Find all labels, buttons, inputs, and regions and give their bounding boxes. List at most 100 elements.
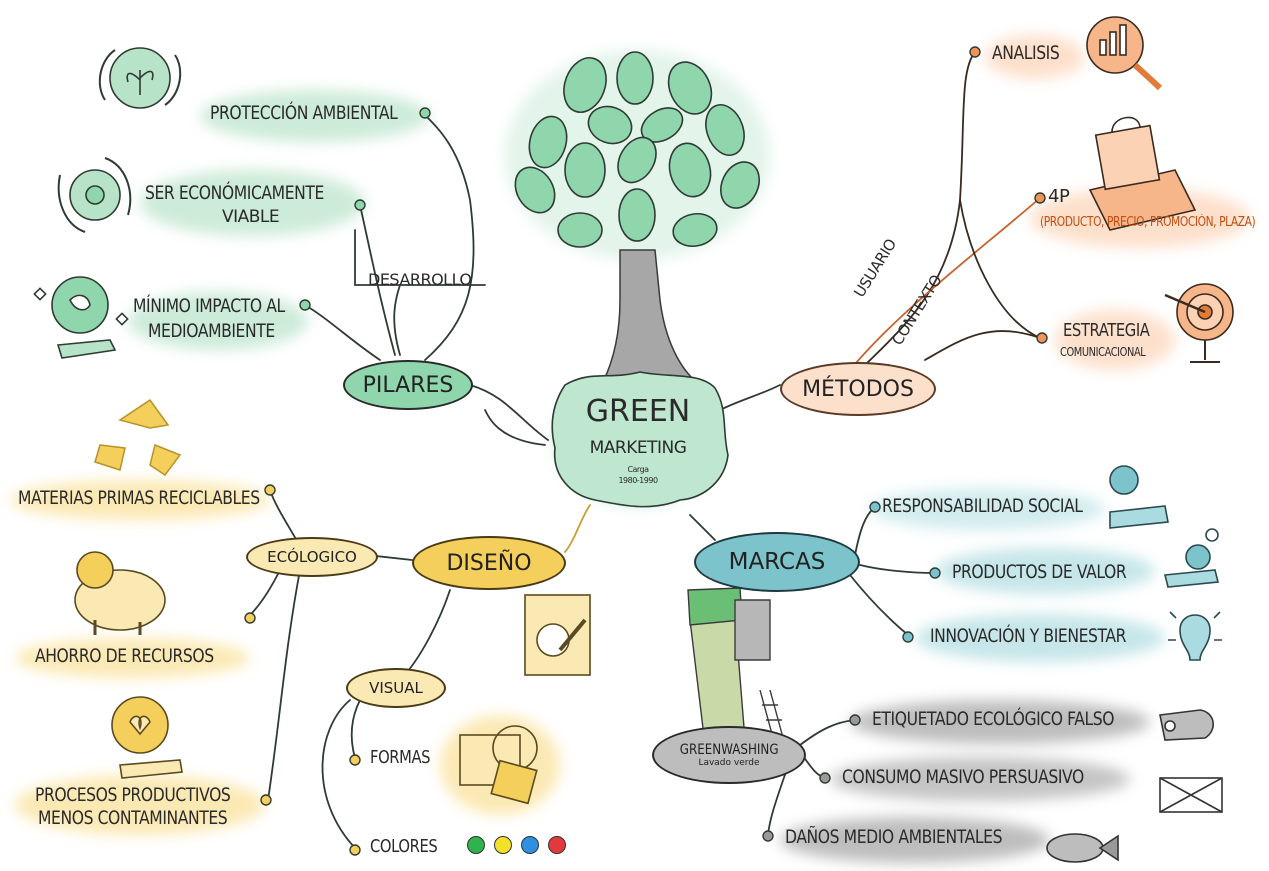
- label-proteccion-ambiental: PROTECCIÓN AMBIENTAL: [210, 102, 398, 124]
- label-estrategia: ESTRATEGIA: [1063, 320, 1150, 341]
- connector-pilares-alt: [484, 409, 546, 446]
- recycle-plant-icon: [98, 47, 182, 109]
- recycle-icon: [94, 398, 182, 477]
- highlight-economico: [140, 170, 365, 236]
- node-diseno[interactable]: DISEÑO: [412, 536, 566, 590]
- label-procesos-2: MENOS CONTAMINANTES: [38, 807, 228, 829]
- leaf: [563, 57, 607, 113]
- shapes-icon: [459, 725, 538, 805]
- color-swatch-red: [548, 836, 566, 854]
- label-danos-ambientales: DAÑOS MEDIO AMBIENTALES: [785, 826, 1003, 848]
- node-ecologico-label: ECÓLOGICO: [267, 548, 357, 566]
- label-procesos-1: PROCESOS PRODUCTIVOS: [35, 784, 231, 806]
- globe-hand-icon: [33, 276, 129, 359]
- center-subtitle: MARKETING: [589, 438, 687, 458]
- label-innovacion-bienestar: INNOVACIÓN Y BIENESTAR: [930, 625, 1127, 647]
- highlight-consumo: [830, 757, 1130, 801]
- node-dot: [349, 754, 361, 766]
- node-dot: [969, 46, 981, 58]
- label-viable: VIABLE: [222, 207, 280, 227]
- node-greenwashing[interactable]: GREENWASHING Lavado verde: [652, 726, 806, 784]
- leaf: [564, 142, 606, 198]
- shopping-bag-icon: [1088, 116, 1197, 231]
- node-pilares[interactable]: PILARES: [343, 360, 473, 410]
- connector-estrategia-curve: [959, 199, 1041, 339]
- label-responsabilidad-social: RESPONSABILIDAD SOCIAL: [882, 495, 1083, 517]
- label-estrategia-sub: COMUNICACIONAL: [1060, 345, 1146, 359]
- node-greenwashing-label: GREENWASHING: [679, 742, 779, 758]
- label-consumo-masivo: CONSUMO MASIVO PERSUASIVO: [842, 766, 1084, 788]
- label-4p: 4P: [1048, 186, 1070, 207]
- connector-marcas: [689, 514, 716, 541]
- node-dot: [260, 794, 272, 806]
- leaf: [705, 104, 745, 156]
- connector-4p: [849, 197, 1041, 371]
- label-analisis: ANALISIS: [992, 42, 1060, 64]
- connector-formas: [350, 699, 361, 759]
- color-swatch-yellow: [494, 836, 512, 854]
- node-metodos[interactable]: MÉTODOS: [780, 362, 936, 416]
- connector-productos: [859, 564, 936, 574]
- leaf: [640, 107, 684, 143]
- leaf: [557, 212, 603, 248]
- connector-diseno: [564, 504, 591, 553]
- fake-label-icon: [1159, 709, 1214, 741]
- connector-visual: [399, 589, 451, 681]
- connector-innov: [849, 574, 909, 636]
- highlight-resp: [870, 488, 1105, 530]
- node-dot: [419, 107, 431, 119]
- label-4p-detail: (PRODUCTO, PRECIO, PROMOCIÓN, PLAZA): [1040, 215, 1256, 230]
- label-etiquetado-falso: ETIQUETADO ECOLÓGICO FALSO: [872, 708, 1115, 730]
- tree-trunk: [598, 249, 703, 389]
- connector-pilares: [469, 384, 549, 441]
- highlight-minimo: [128, 292, 308, 350]
- center-note-1: Carga: [627, 465, 649, 474]
- label-materias-primas: MATERIAS PRIMAS RECICLABLES: [18, 487, 260, 509]
- node-marcas[interactable]: MARCAS: [694, 532, 860, 592]
- color-swatch-blue: [521, 836, 539, 854]
- center-blob: [551, 371, 729, 508]
- highlight-proteccion: [200, 90, 430, 142]
- leaf: [719, 161, 761, 209]
- highlight-materias: [10, 480, 270, 520]
- label-minimo-impacto: MÍNIMO IMPACTO AL: [133, 295, 285, 317]
- leaf: [617, 136, 657, 184]
- connector-resp: [854, 506, 876, 556]
- design-drawing-icon: [524, 594, 591, 676]
- color-swatch-green: [467, 836, 485, 854]
- tree-illustration: [514, 51, 761, 389]
- lightbulb-icon: [1168, 611, 1222, 661]
- connector-minimo: [304, 304, 381, 361]
- connector-ecologico: [375, 555, 413, 561]
- node-dot: [902, 631, 914, 643]
- node-visual[interactable]: VISUAL: [346, 668, 446, 708]
- center-note-2: 1980-1990: [618, 476, 658, 485]
- node-dot: [264, 484, 276, 496]
- analysis-magnifier-icon: [1086, 16, 1163, 91]
- node-dot: [1036, 332, 1048, 344]
- node-greenwashing-sub: Lavado verde: [698, 758, 760, 768]
- node-dot: [244, 612, 256, 624]
- node-dot: [819, 772, 831, 784]
- globe-heart-hand-icon: [111, 696, 183, 779]
- label-productos-valor: PRODUCTOS DE VALOR: [952, 561, 1127, 583]
- node-dot: [929, 567, 941, 579]
- highlight-etiquetado: [850, 700, 1150, 744]
- node-dot: [849, 714, 861, 726]
- connector-colores: [321, 699, 356, 849]
- node-dot: [762, 830, 774, 842]
- node-dot: [354, 199, 366, 211]
- node-dot: [349, 844, 361, 856]
- node-pilares-label: PILARES: [362, 372, 454, 398]
- label-desarrollo: DESARROLLO: [368, 270, 472, 289]
- highlight-productos: [935, 548, 1155, 594]
- highlight-ahorro: [15, 638, 250, 678]
- node-dot: [299, 299, 311, 311]
- node-dot: [1034, 192, 1046, 204]
- node-ecologico[interactable]: ECÓLOGICO: [246, 537, 378, 577]
- highlight-estrategia: [1055, 310, 1175, 370]
- connector-greenwashing: [799, 719, 856, 746]
- polluted-fish-icon: [1046, 833, 1119, 863]
